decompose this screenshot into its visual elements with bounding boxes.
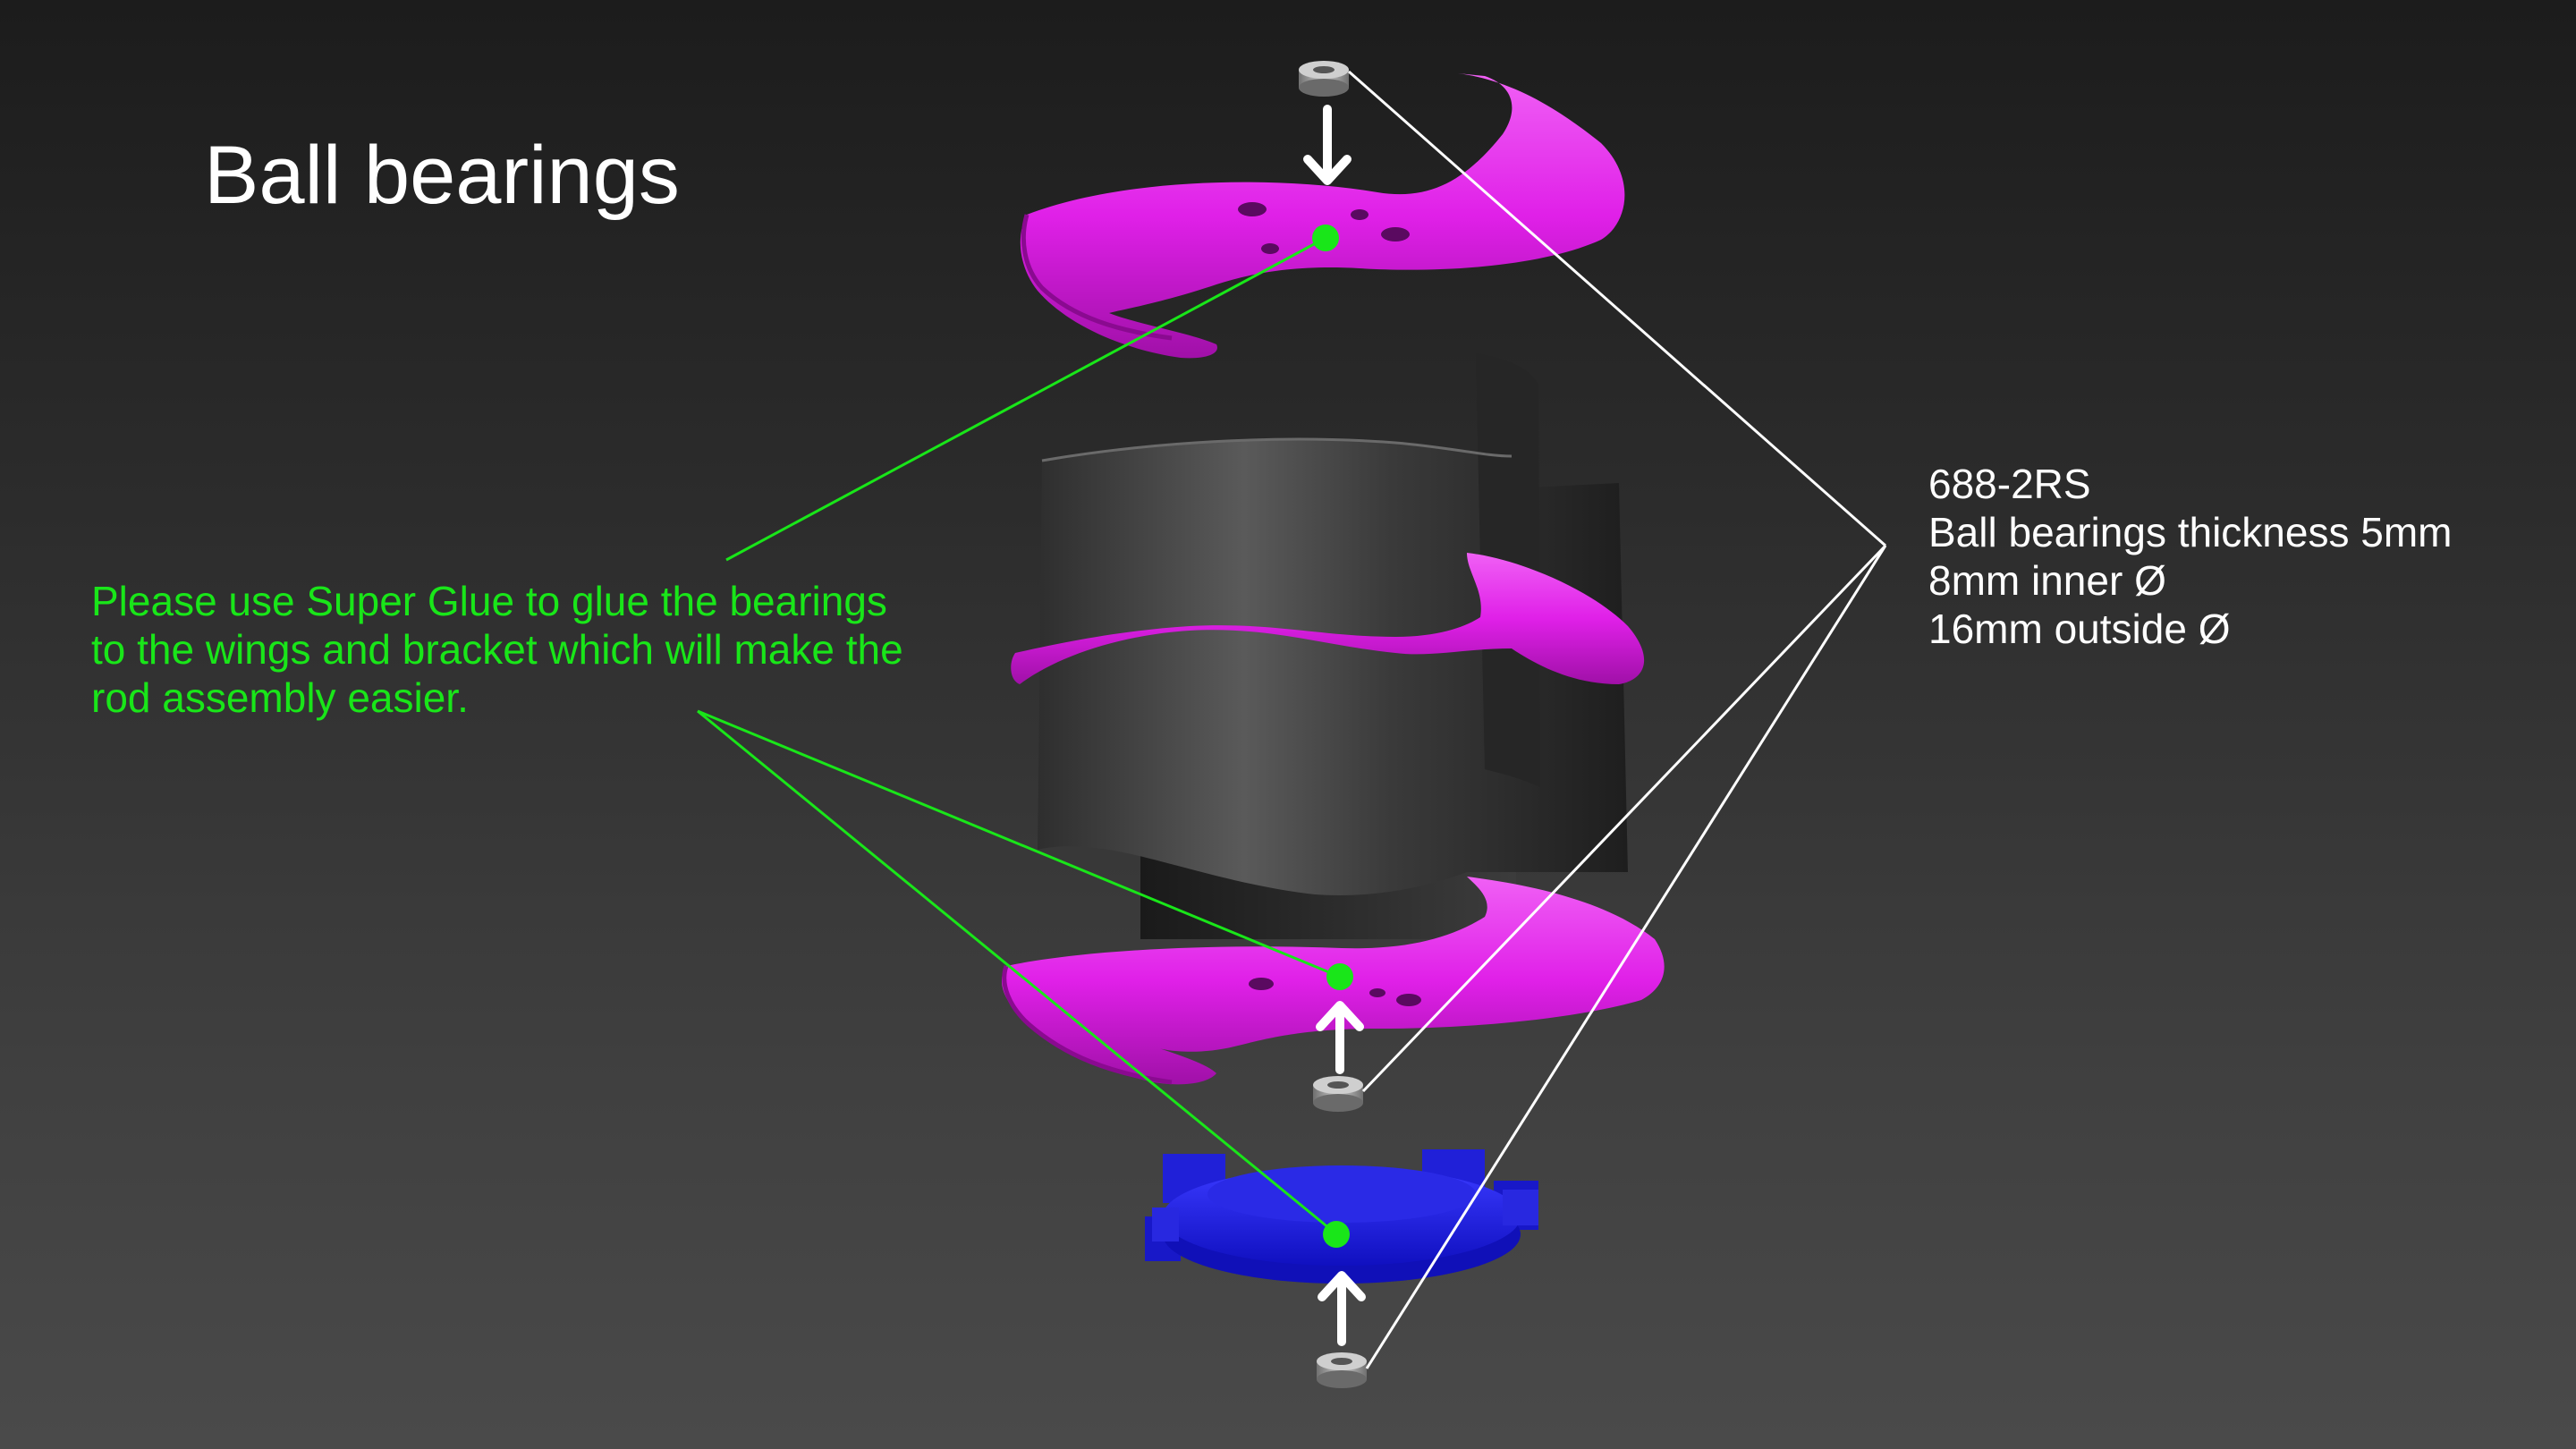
- bracket-inner: [1208, 1165, 1476, 1223]
- top-wing-hole: [1261, 243, 1279, 254]
- arrow-down-icon: [1303, 105, 1352, 185]
- glue-marker: [1323, 1221, 1350, 1248]
- bearing-outer-diameter: 16mm outside Ø: [1928, 606, 2231, 652]
- spec-leader-lines: [1348, 70, 1887, 1369]
- top-wing-hole: [1238, 202, 1267, 216]
- bearing-model: 688-2RS: [1928, 461, 2091, 507]
- top-wing-body: [1020, 73, 1625, 359]
- lower-wing-hole: [1249, 978, 1274, 990]
- lower-wing-edge: [1002, 965, 1173, 1085]
- bracket-side-block: [1503, 1190, 1538, 1225]
- drum-assembly: [1011, 353, 1645, 939]
- lower-wing-hole: [1396, 994, 1421, 1006]
- arrow-up-icon: [1318, 1271, 1366, 1346]
- glue-note-line: rod assembly easier.: [91, 674, 469, 721]
- bearing-middle: [1313, 1076, 1363, 1112]
- glue-note-line: Please use Super Glue to glue the bearin…: [91, 578, 887, 624]
- bearing-bottom: [1317, 1352, 1367, 1388]
- bearing-inner-diameter: 8mm inner Ø: [1928, 557, 2166, 604]
- top-wing-hole: [1351, 209, 1368, 220]
- glue-marker: [1312, 225, 1339, 251]
- glue-marker: [1326, 963, 1353, 990]
- top-wing-hole: [1381, 227, 1410, 242]
- bracket-side-block: [1152, 1208, 1179, 1241]
- bearing-top: [1299, 61, 1349, 97]
- top-wing-edge: [1021, 214, 1173, 341]
- glue-leader-lines: [697, 236, 1341, 1234]
- bracket: [1145, 1149, 1538, 1284]
- drum-top-edge: [1041, 437, 1513, 462]
- glue-note-line: to the wings and bracket which will make…: [91, 626, 903, 673]
- slide-title: Ball bearings: [204, 130, 680, 221]
- top-wing: [1020, 73, 1625, 359]
- bearing-thickness: Ball bearings thickness 5mm: [1928, 509, 2453, 555]
- glue-instruction-note: Please use Super Glue to glue the bearin…: [91, 577, 1004, 722]
- lower-wing-hole: [1369, 988, 1385, 997]
- bearing-spec-callout: 688-2RS Ball bearings thickness 5mm 8mm …: [1928, 460, 2452, 653]
- middle-wing-ring: [1011, 553, 1645, 684]
- arrow-up-icon: [1316, 1001, 1364, 1074]
